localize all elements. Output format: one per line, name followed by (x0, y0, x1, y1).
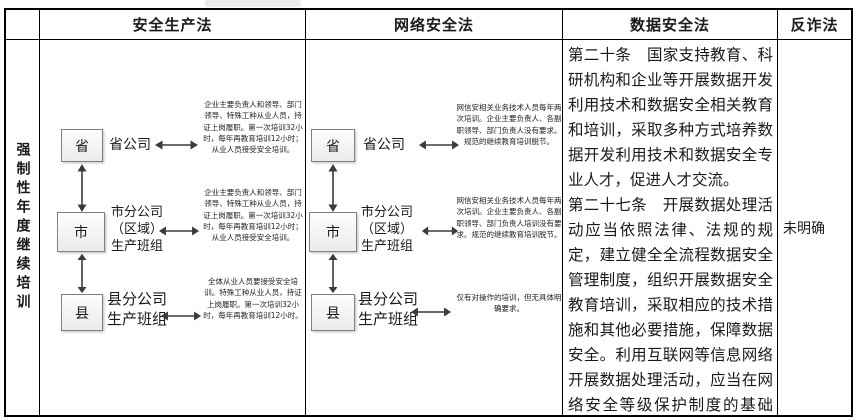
anti-fraud-law-cell: 未明确 (778, 40, 851, 415)
city-training-note: 网信安相关业务技术人员每年两次培训。企业主要负责人、各副职领导、部门负责人培训没… (456, 196, 562, 239)
county-training-note: 全体从业人员要接受安全培训。特殊工种从业人员，持证上岗履职。第一次培训32小时，… (203, 277, 303, 320)
horizontal-double-arrow-icon (410, 306, 452, 318)
county-training-note: 仅有对操作的培训，但无具体明确要求。 (456, 293, 562, 314)
county-branch-label: 县分公司 生产班组 (107, 290, 168, 328)
vertical-double-arrow-icon (76, 163, 88, 213)
city-branch-label: 市分公司 （区域） 生产班组 (111, 205, 164, 254)
province-company-label: 省公司 (363, 137, 405, 153)
horizontal-double-arrow-icon (158, 225, 200, 237)
horizontal-double-arrow-icon (154, 139, 199, 151)
header-cybersecurity-law: 网络安全法 (306, 10, 563, 40)
province-node-box: 省 (311, 129, 355, 162)
vertical-double-arrow-icon (76, 253, 88, 294)
city-node-box: 市 (309, 212, 357, 252)
comparison-table: 安全生产法 网络安全法 数据安全法 反诈法 强制性年度继续培训 省 市 县 省公… (4, 8, 853, 417)
county-node-box: 县 (61, 294, 103, 331)
city-branch-label: 市分公司 （区域） 生产班组 (361, 205, 414, 254)
city-training-note: 企业主要负责人和领导、部门领导、特殊工种从业人员，持证上岗履职。第一次培训32小… (203, 188, 303, 242)
header-safety-production-law: 安全生产法 (40, 10, 306, 40)
ui-artifact (205, 0, 301, 7)
horizontal-double-arrow-icon (160, 310, 202, 322)
not-specified-label: 未明确 (783, 220, 825, 237)
horizontal-double-arrow-icon (418, 139, 460, 151)
article-27-paragraph: 第二十七条 开展数据处理活动应当依照法律、法规的规定，建立健全全流程数据安全管理… (568, 196, 773, 414)
safety-production-law-diagram: 省 市 县 省公司 市分公司 （区域） 生产班组 县分公司 生产班组 企业主要负… (40, 40, 306, 415)
header-anti-fraud-law: 反诈法 (778, 10, 851, 40)
city-node-box: 市 (57, 212, 105, 252)
horizontal-double-arrow-icon (421, 225, 459, 237)
county-branch-label: 县分公司 生产班组 (358, 290, 419, 328)
province-training-note: 网信安相关业务技术人员每年两次培训。企业主要负责人、各副职领导、部门负责人没有要… (456, 103, 562, 146)
article-20-paragraph: 第二十条 国家支持教育、科研机构和企业等开展数据开发利用技术和数据安全相关教育和… (568, 46, 773, 189)
cybersecurity-law-diagram: 省 市 县 省公司 市分公司 （区域） 生产班组 县分公司 生产班组 网信安相关… (306, 40, 563, 415)
header-data-security-law: 数据安全法 (563, 10, 778, 40)
vertical-double-arrow-icon (327, 253, 339, 294)
header-corner-cell (6, 10, 40, 40)
row-header-label: 强制性年度继续培训 (14, 142, 31, 313)
province-node-box: 省 (61, 129, 103, 162)
county-node-box: 县 (311, 294, 355, 331)
row-header-mandatory-annual-training: 强制性年度继续培训 (6, 40, 40, 415)
province-company-label: 省公司 (109, 137, 151, 153)
vertical-double-arrow-icon (327, 163, 339, 213)
province-training-note: 企业主要负责人和领导、部门领导、特殊工种从业人员，持证上岗履职。第一次培训32小… (203, 100, 303, 154)
data-security-law-text: 第二十条 国家支持教育、科研机构和企业等开展数据开发利用技术和数据安全相关教育和… (563, 40, 778, 415)
